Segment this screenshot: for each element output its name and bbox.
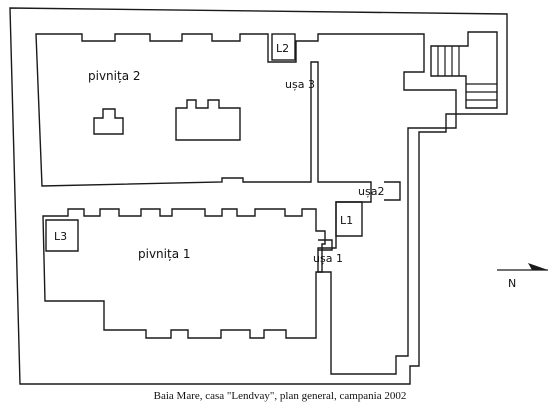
north-label: N xyxy=(508,277,516,290)
door-2-mark xyxy=(384,181,401,201)
room-l2 xyxy=(271,33,296,61)
outer-wall xyxy=(9,7,508,385)
cellar-2-outline xyxy=(35,33,457,375)
door-3-label: ușa 3 xyxy=(285,78,315,91)
north-arrow-icon xyxy=(497,263,548,271)
room-1-label: pivnița 1 xyxy=(138,247,191,261)
door-2-label: ușa2 xyxy=(358,185,384,198)
door-1-label: ușa 1 xyxy=(313,252,343,265)
cellar-1-outline xyxy=(42,208,326,339)
figure-caption: Baia Mare, casa "Lendvay", plan general,… xyxy=(153,390,407,402)
l3-label: L3 xyxy=(54,230,67,243)
l2-label: L2 xyxy=(276,42,289,55)
room-2-label: pivnița 2 xyxy=(88,69,141,83)
staircase xyxy=(430,31,498,109)
door-1-mark xyxy=(318,239,333,251)
pillar-large xyxy=(175,99,241,141)
l1-label: L1 xyxy=(340,214,353,227)
pillar-small xyxy=(93,108,124,135)
room-l3 xyxy=(45,219,79,252)
room-l1 xyxy=(335,201,363,237)
